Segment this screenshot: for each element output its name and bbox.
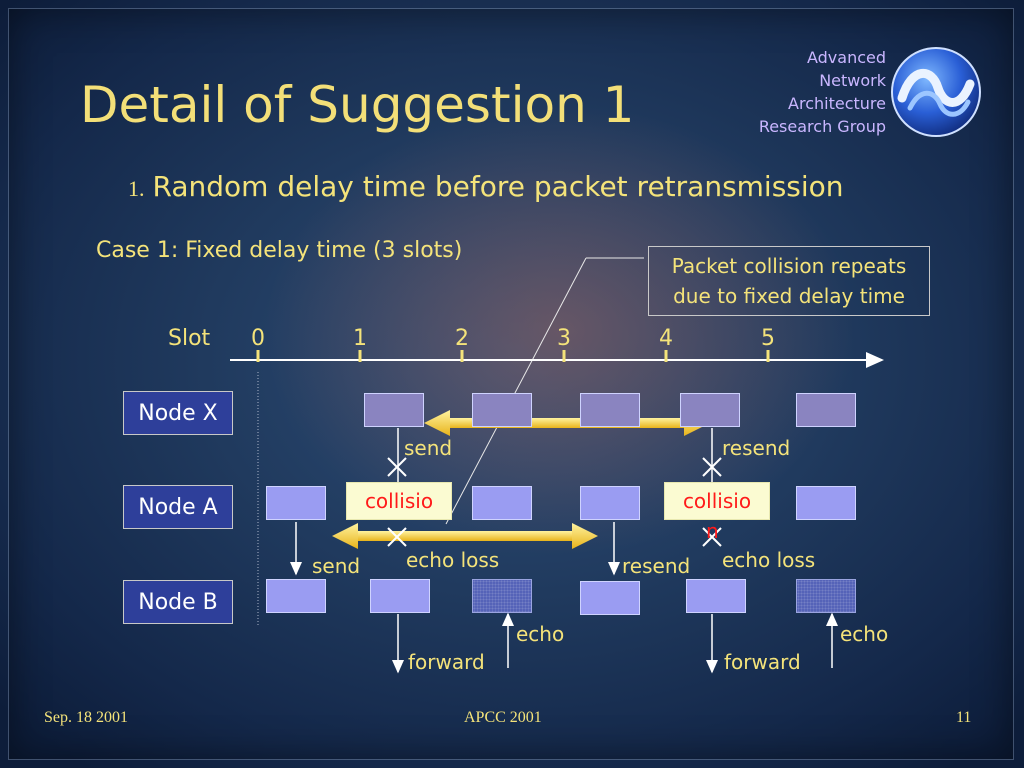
repeat-arrow-lower bbox=[332, 523, 598, 549]
org-line: Network bbox=[819, 71, 886, 90]
org-line: Architecture bbox=[788, 94, 886, 113]
callout-leader bbox=[445, 257, 587, 525]
callout-line: due to fixed delay time bbox=[673, 284, 905, 308]
org-line: Research Group bbox=[758, 117, 886, 136]
slide-frame bbox=[8, 8, 1014, 760]
slot-tick-label: 2 bbox=[455, 326, 469, 351]
node-b-label: Node B bbox=[123, 580, 233, 624]
collision-overflow-text: n bbox=[706, 519, 719, 543]
packet-node-x bbox=[472, 393, 532, 427]
echo-loss-label: echo loss bbox=[722, 548, 816, 572]
packet-node-x bbox=[580, 393, 640, 427]
forward-label: forward bbox=[408, 650, 485, 674]
slot-tick-label: 3 bbox=[557, 326, 571, 351]
collision-box: collisio bbox=[664, 482, 770, 520]
slide-title: Detail of Suggestion 1 bbox=[80, 76, 635, 134]
collision-box: collisio bbox=[346, 482, 452, 520]
echo-loss-x-icon bbox=[702, 527, 722, 547]
collision-x-icon bbox=[702, 457, 722, 477]
slot-tick-label: 4 bbox=[659, 326, 673, 351]
packet-node-b bbox=[370, 579, 430, 613]
slot-tick-label: 5 bbox=[761, 326, 775, 351]
packet-node-x bbox=[796, 393, 856, 427]
footer-date: Sep. 18 2001 bbox=[44, 709, 128, 726]
callout-box: Packet collision repeats due to fixed de… bbox=[648, 246, 930, 316]
node-a-label: Node A bbox=[123, 485, 233, 529]
case-label: Case 1: Fixed delay time (3 slots) bbox=[96, 238, 463, 263]
slot-tick-label: 0 bbox=[251, 326, 265, 351]
org-line: Advanced bbox=[806, 48, 886, 67]
org-logo-icon bbox=[891, 47, 981, 137]
packet-node-a bbox=[796, 486, 856, 520]
packet-node-x bbox=[364, 393, 424, 427]
echo-label: echo bbox=[840, 622, 889, 646]
packet-node-b bbox=[266, 579, 326, 613]
packet-node-a bbox=[472, 486, 532, 520]
send-label: send bbox=[404, 436, 453, 460]
footer-page-number: 11 bbox=[956, 709, 972, 726]
bullet-number: 1. bbox=[128, 176, 145, 201]
resend-label: resend bbox=[722, 436, 791, 460]
packet-node-b bbox=[580, 581, 640, 615]
org-name: Advanced Network Architecture Research G… bbox=[759, 46, 886, 138]
resend-label: resend bbox=[622, 554, 691, 578]
echo-packet-node-b bbox=[472, 579, 532, 613]
echo-label: echo bbox=[516, 622, 565, 646]
slot-tick-label: 1 bbox=[353, 326, 367, 351]
packet-node-a bbox=[580, 486, 640, 520]
repeat-arrow-upper bbox=[424, 410, 710, 436]
forward-label: forward bbox=[724, 650, 801, 674]
echo-packet-node-b bbox=[796, 579, 856, 613]
timeline-label: Slot bbox=[168, 326, 211, 351]
packet-node-x bbox=[680, 393, 740, 427]
bullet-text: Random delay time before packet retransm… bbox=[152, 170, 844, 203]
collision-x-icon bbox=[387, 457, 407, 477]
callout-line: Packet collision repeats bbox=[671, 254, 907, 278]
send-label: send bbox=[312, 554, 361, 578]
packet-node-a bbox=[266, 486, 326, 520]
footer-conference: APCC 2001 bbox=[464, 709, 542, 726]
echo-loss-x-icon bbox=[387, 527, 407, 547]
node-x-label: Node X bbox=[123, 391, 233, 435]
bullet-point: 1. Random delay time before packet retran… bbox=[128, 170, 844, 203]
echo-loss-label: echo loss bbox=[406, 548, 500, 572]
packet-node-b bbox=[686, 579, 746, 613]
